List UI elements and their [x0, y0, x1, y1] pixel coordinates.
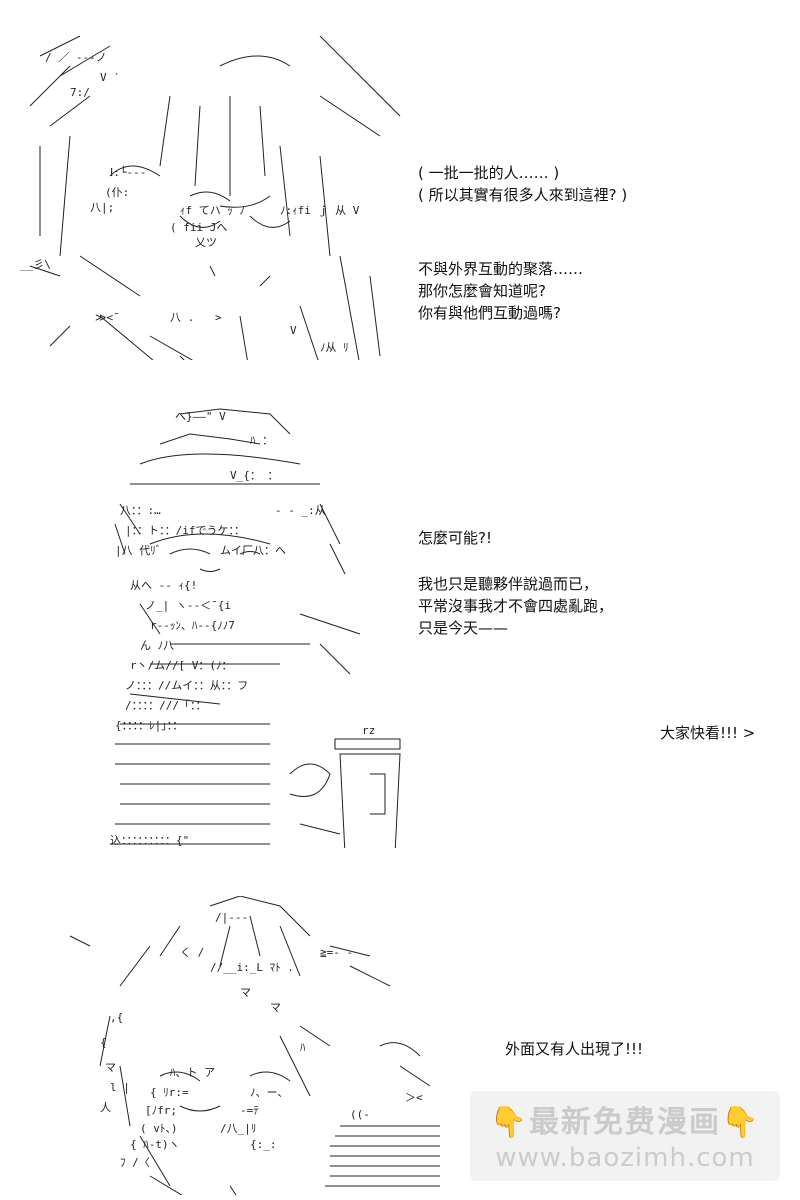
- svg-text:込：：：：：：：：：{": 込：：：：：：：：：{": [110, 834, 189, 847]
- svg-text:Ⅰ:└‐‐‐: Ⅰ:└‐‐‐: [110, 165, 146, 179]
- svg-text:/八_|ﾘ: /八_|ﾘ: [220, 1122, 256, 1135]
- svg-text:{ ﾘr:=: { ﾘr:=: [150, 1086, 189, 1099]
- dialogue-line: 外面又有人出現了!!!: [505, 1040, 644, 1058]
- svg-text:V_{： ：: V_{： ：: [230, 469, 279, 482]
- svg-text:V ′: V ′: [100, 71, 120, 84]
- svg-text:r丶/ム//[ V：(ﾉ：: r丶/ム//[ V：(ﾉ：: [130, 659, 232, 672]
- dialogue-line: 平常沒事我才不會四處亂跑，: [418, 597, 614, 615]
- dialogue-block-2b: 我也只是聽夥伴說過而已， 平常沒事我才不會四處亂跑， 只是今天——: [418, 573, 613, 639]
- svg-text:乂ツ: 乂ツ: [195, 236, 217, 249]
- pointing-down-hand-icon: 👇: [721, 1105, 761, 1140]
- dialogue-line: ( 一批一批的人…… ): [418, 164, 560, 182]
- svg-text:≫<¯: ≫<¯: [95, 311, 120, 324]
- svg-text:|：：ト：：/ifでうケ：：: |：：ト：：/ifでうケ：：: [125, 524, 245, 537]
- svg-text:__彡\: __彡\: [20, 258, 51, 271]
- svg-text:＞<: ＞<: [405, 1091, 423, 1104]
- svg-text:‐=ﾃ: ‐=ﾃ: [240, 1104, 259, 1117]
- svg-text:ﾊ ：: ﾊ ：: [250, 434, 273, 447]
- svg-text:マ: マ: [240, 986, 251, 999]
- svg-text:(仆:: (仆:: [105, 186, 129, 199]
- svg-text:ﾉ:ｨfi ｊ 从 V: ﾉ:ｨfi ｊ 从 V: [280, 204, 360, 217]
- watermark-title-text: 最新免费漫画: [529, 1105, 721, 1140]
- svg-text:/ ／ ‐‐‐ノ: / ／ ‐‐‐ノ: [45, 51, 107, 64]
- svg-text:八：：:…: 八：：:…: [120, 504, 161, 517]
- svg-text:へ}――" V: へ}――" V: [175, 410, 226, 423]
- svg-text:l |: l |: [110, 1081, 130, 1094]
- dialogue-line: 怎麼可能?!: [418, 529, 492, 547]
- cup-label: rz: [362, 724, 375, 737]
- dialogue-line: 不與外界互動的聚落……: [418, 260, 584, 278]
- svg-text:( vﾄ、): ( vﾄ、): [140, 1122, 178, 1135]
- svg-text:,{: ,{: [110, 1011, 123, 1024]
- dialogue-block-3a: 外面又有人出現了!!!: [505, 1038, 643, 1060]
- watermark-url: www.baozimh.com: [495, 1143, 755, 1173]
- svg-text:ｨf てハ ｯ ﾉ: ｨf てハ ｯ ﾉ: [180, 204, 245, 217]
- comic-panel-2: へ}――" V ﾊ ： V_{： ： 八：：:… ‐ ‐ _:从 |：：ト：：/…: [0, 370, 800, 860]
- svg-text:V: V: [290, 324, 297, 337]
- ascii-art-crowd-figure-drawing: /|‐‐‐ く / //__i:_L ﾏﾄ . ≧=‐ ‐ マ マ ,{ { ﾊ…: [69, 896, 440, 1195]
- site-watermark: 👇最新免费漫画👇 www.baozimh.com: [470, 1091, 780, 1181]
- svg-text:/|‐‐‐: /|‐‐‐: [215, 911, 248, 924]
- svg-text:ﾌ /〈: ﾌ /〈: [120, 1156, 150, 1169]
- svg-text:ﾉ、ー、: ﾉ、ー、: [250, 1086, 288, 1099]
- svg-text:r‐‐ｯﾝ、ﾊ‐‐{ﾉﾉ7: r‐‐ｯﾝ、ﾊ‐‐{ﾉﾉ7: [150, 619, 235, 632]
- svg-text:ノ：：：//ムイ：：从：：フ: ノ：：：//ムイ：：从：：フ: [125, 679, 248, 692]
- ascii-art-character-with-cup: へ}――" V ﾊ ： V_{： ： 八：：:… ‐ ‐ _:从 |：：ト：：/…: [100, 378, 410, 848]
- svg-text:>: >: [215, 311, 222, 324]
- svg-text:从へ ‐‐ ｨ{!: 从へ ‐‐ ｨ{!: [130, 579, 197, 592]
- ascii-art-character-with-cup-drawing: へ}――" V ﾊ ： V_{： ： 八：：:… ‐ ‐ _:从 |：：ト：：/…: [110, 408, 401, 848]
- svg-text:{:_:: {:_:: [250, 1138, 277, 1151]
- ascii-art-crowd-figure: /|‐‐‐ く / //__i:_L ﾏﾄ . ≧=‐ ‐ マ マ ,{ { ﾊ…: [50, 870, 440, 1195]
- svg-text:((‐: ((‐: [350, 1108, 370, 1121]
- watermark-title: 👇最新免费漫画👇: [470, 1097, 780, 1141]
- svg-text:≧=‐ ‐: ≧=‐ ‐: [320, 946, 353, 959]
- svg-text:ﾊ: ﾊ: [300, 1041, 306, 1054]
- comic-panel-1: / ／ ‐‐‐ノ V ′ 7:/ Ⅰ:└‐‐‐ (仆: 八|; ｨf てハ ｯ …: [0, 0, 800, 370]
- dialogue-block-1a: ( 一批一批的人…… ) ( 所以其實有很多人來到這裡? ): [418, 162, 627, 206]
- svg-text:八 .: 八 .: [170, 311, 194, 324]
- svg-text:ん ﾉ八: ん ﾉ八: [140, 639, 174, 652]
- svg-text:/：：：：///「：：: /：：：：///「：：: [125, 699, 207, 712]
- svg-text:マ: マ: [270, 1001, 281, 1014]
- svg-text:ﾊ、ト ア: ﾊ、ト ア: [170, 1066, 215, 1079]
- svg-text:{: {: [100, 1036, 107, 1049]
- svg-text:ノ_| ヽ‐‐＜¯{i: ノ_| ヽ‐‐＜¯{i: [145, 599, 231, 612]
- dialogue-aside: 大家快看!!! >: [660, 722, 755, 744]
- comic-panel-3: /|‐‐‐ く / //__i:_L ﾏﾄ . ≧=‐ ‐ マ マ ,{ { ﾊ…: [0, 860, 800, 1200]
- dialogue-block-1b: 不與外界互動的聚落…… 那你怎麼會知道呢? 你有與他們互動過嗎?: [418, 258, 583, 324]
- svg-text:( fii Jへ: ( fii Jへ: [170, 221, 227, 234]
- svg-text://__i:_L ﾏﾄ .: //__i:_L ﾏﾄ .: [210, 961, 294, 974]
- svg-text:[ﾉfr;: [ﾉfr;: [145, 1104, 177, 1117]
- svg-text:く /: く /: [180, 946, 204, 959]
- dialogue-line: ( 所以其實有很多人來到這裡? ): [418, 186, 628, 204]
- dialogue-line: 我也只是聽夥伴說過而已，: [418, 575, 599, 593]
- dialogue-line: 只是今天——: [418, 619, 509, 637]
- svg-text:7:/: 7:/: [70, 86, 90, 99]
- svg-text:‐ ‐ _:从: ‐ ‐ _:从: [275, 504, 326, 517]
- svg-text:{ ﾊ‐t)ヽ: { ﾊ‐t)ヽ: [130, 1138, 180, 1151]
- ascii-art-hooded-figure: / ／ ‐‐‐ノ V ′ 7:/ Ⅰ:└‐‐‐ (仆: 八|; ｨf てハ ｯ …: [20, 10, 410, 360]
- dialogue-line: 那你怎麼會知道呢?: [418, 282, 546, 300]
- svg-text:ムイ厂八：へ: ムイ厂八：へ: [220, 544, 286, 557]
- svg-text:人: 人: [100, 1101, 111, 1114]
- svg-text:ﾉ从 ﾘ: ﾉ从 ﾘ: [320, 341, 349, 354]
- dialogue-line: 你有與他們互動過嗎?: [418, 304, 561, 322]
- dialogue-line: 大家快看!!! >: [660, 724, 756, 742]
- ascii-art-hooded-figure-drawing: / ／ ‐‐‐ノ V ′ 7:/ Ⅰ:└‐‐‐ (仆: 八|; ｨf てハ ｯ …: [20, 36, 401, 360]
- svg-text:|八 代ﾘﾞ: |八 代ﾘﾞ: [115, 544, 161, 557]
- svg-text:マ: マ: [105, 1061, 116, 1074]
- svg-text:{：：：：ﾚ|」：：: {：：：：ﾚ|」：：: [115, 719, 183, 732]
- svg-text:八|;: 八|;: [90, 201, 114, 214]
- pointing-down-hand-icon: 👇: [489, 1105, 529, 1140]
- dialogue-block-2a: 怎麼可能?!: [418, 527, 492, 549]
